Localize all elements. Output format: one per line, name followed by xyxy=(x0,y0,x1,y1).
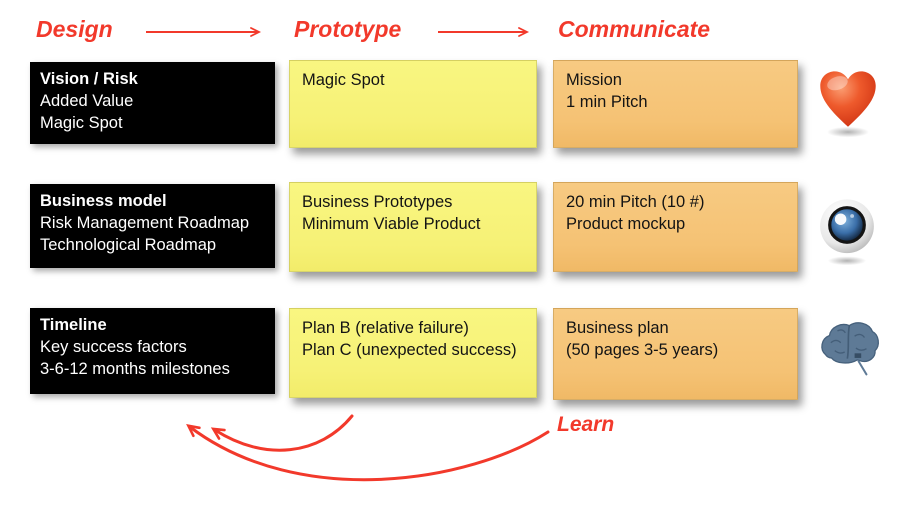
heart-icon xyxy=(815,66,883,149)
note-line: Business plan xyxy=(566,319,669,337)
box-line: Key success factors xyxy=(40,337,187,356)
learn-label: Learn xyxy=(557,413,615,436)
note-line: Business Prototypes xyxy=(302,193,453,211)
box-line: Risk Management Roadmap xyxy=(40,213,250,232)
note-line: Minimum Viable Product xyxy=(302,215,481,234)
design-box-business-model: Business model Risk Management Roadmap T… xyxy=(30,184,275,268)
box-line: Added Value xyxy=(40,91,134,110)
note-line: (50 pages 3-5 years) xyxy=(566,341,719,360)
arrow-learn-long xyxy=(186,424,550,482)
arrow-learn-short xyxy=(210,414,354,452)
design-box-vision: Vision / Risk Added Value Magic Spot xyxy=(30,62,275,144)
column-header-design: Design xyxy=(36,16,113,42)
eye-icon xyxy=(815,194,883,275)
prototype-note-plan-b-c: Plan B (relative failure) Plan C (unexpe… xyxy=(289,308,537,398)
box-line: Technological Roadmap xyxy=(40,235,217,254)
communicate-note-business-plan: Business plan (50 pages 3-5 years) xyxy=(553,308,798,400)
communicate-note-mission: Mission 1 min Pitch xyxy=(553,60,798,148)
box-line: Business model xyxy=(40,192,167,210)
note-line: Plan B (relative failure) xyxy=(302,319,469,337)
design-box-timeline: Timeline Key success factors 3-6-12 mont… xyxy=(30,308,275,394)
box-line: 3-6-12 months milestones xyxy=(40,359,230,378)
note-line: Plan C (unexpected success) xyxy=(302,341,517,360)
box-line: Timeline xyxy=(40,316,107,334)
box-line: Vision / Risk xyxy=(40,70,138,88)
note-line: Magic Spot xyxy=(302,71,385,89)
communicate-note-20-min-pitch: 20 min Pitch (10 #) Product mockup xyxy=(553,182,798,272)
note-line: Product mockup xyxy=(566,215,686,234)
note-line: Mission xyxy=(566,71,622,89)
note-line: 1 min Pitch xyxy=(566,93,648,112)
column-header-prototype: Prototype xyxy=(294,16,402,42)
column-header-communicate: Communicate xyxy=(558,16,711,42)
brain-icon xyxy=(815,316,883,393)
prototype-note-magic-spot: Magic Spot xyxy=(289,60,537,148)
prototype-note-business-prototypes: Business Prototypes Minimum Viable Produ… xyxy=(289,182,537,272)
box-line: Magic Spot xyxy=(40,113,123,132)
note-line: 20 min Pitch (10 #) xyxy=(566,193,705,211)
